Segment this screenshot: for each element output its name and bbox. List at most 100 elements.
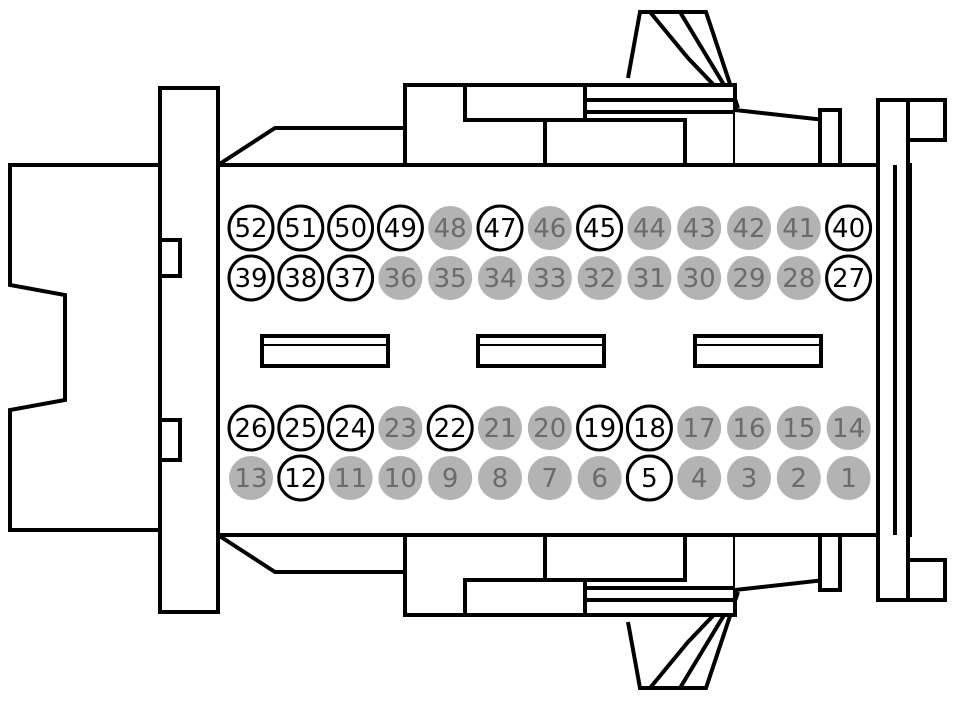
pin-15-circle xyxy=(776,406,821,450)
pin-40-label: 40 xyxy=(832,214,865,244)
pin-47-label: 47 xyxy=(483,214,516,244)
pin-27-label: 27 xyxy=(832,264,865,294)
top-neck xyxy=(734,108,827,167)
pin-12-circle xyxy=(277,454,325,502)
pin-35-circle xyxy=(428,256,473,300)
right-cap-bottom xyxy=(903,558,947,602)
pin-32-circle xyxy=(577,256,622,300)
top-rail-block-1 xyxy=(463,83,587,122)
pin-16-label: 16 xyxy=(732,414,765,444)
bottom-rail-block-2 xyxy=(543,533,687,582)
key-slot-2 xyxy=(476,334,606,368)
pin-44-label: 44 xyxy=(633,214,666,244)
pin-8-circle xyxy=(478,456,522,500)
pin-39-label: 39 xyxy=(234,264,267,294)
pin-15-label: 15 xyxy=(782,414,815,444)
pin-3-circle xyxy=(727,456,771,500)
pin-26-label: 26 xyxy=(234,414,267,444)
pin-25-circle xyxy=(277,404,325,452)
pin-9-circle xyxy=(428,456,473,500)
pin-30-label: 30 xyxy=(683,264,716,294)
pin-32-label: 32 xyxy=(583,264,616,294)
right-post-bottom xyxy=(818,528,842,592)
pin-16-circle xyxy=(727,406,771,450)
pin-2-circle xyxy=(776,456,821,500)
pin-52-circle xyxy=(227,204,275,252)
pin-28-circle xyxy=(776,256,821,300)
pin-8-label: 8 xyxy=(492,464,509,494)
pin-29-label: 29 xyxy=(732,264,765,294)
pin-42-label: 42 xyxy=(732,214,765,244)
right-cap-top xyxy=(903,98,947,142)
pin-5-label: 5 xyxy=(641,464,658,494)
pin-1-label: 1 xyxy=(840,464,857,494)
pin-10-circle xyxy=(378,456,423,500)
pin-43-circle xyxy=(677,206,722,250)
pin-50-circle xyxy=(327,204,375,252)
pin-41-circle xyxy=(776,206,821,250)
pin-31-circle xyxy=(627,256,672,300)
pin-1-circle xyxy=(826,456,871,500)
pin-21-circle xyxy=(478,406,522,450)
pin-11-circle xyxy=(328,456,373,500)
pin-14-label: 14 xyxy=(832,414,865,444)
pin-41-label: 41 xyxy=(782,214,815,244)
top-rail-block-2 xyxy=(543,118,687,167)
pin-51-circle xyxy=(277,204,325,252)
pin-28-label: 28 xyxy=(782,264,815,294)
pin-21-label: 21 xyxy=(483,414,516,444)
pin-48-label: 48 xyxy=(434,214,467,244)
pin-3-label: 3 xyxy=(741,464,758,494)
pin-9-label: 9 xyxy=(442,464,459,494)
pin-20-label: 20 xyxy=(533,414,566,444)
pin-17-label: 17 xyxy=(683,414,716,444)
bottom-neck xyxy=(734,533,827,592)
pin-11-label: 11 xyxy=(334,464,367,494)
pin-50-label: 50 xyxy=(334,214,367,244)
bottom-rail-block-1 xyxy=(463,578,587,617)
pin-7-label: 7 xyxy=(542,464,559,494)
pin-31-label: 31 xyxy=(633,264,666,294)
pin-24-circle xyxy=(327,404,375,452)
right-post-top xyxy=(818,108,842,172)
pin-33-circle xyxy=(527,256,572,300)
pin-7-circle xyxy=(527,456,572,500)
pin-17-circle xyxy=(677,406,722,450)
left-tab-bottom xyxy=(158,418,182,462)
pin-49-circle xyxy=(376,204,424,252)
pin-37-circle xyxy=(327,254,375,302)
pin-22-label: 22 xyxy=(434,414,467,444)
pin-33-label: 33 xyxy=(533,264,566,294)
pin-12-label: 12 xyxy=(284,464,317,494)
left-flange xyxy=(158,86,220,614)
pin-2-label: 2 xyxy=(791,464,808,494)
pin-48-circle xyxy=(428,206,473,250)
pin-35-label: 35 xyxy=(434,264,467,294)
pin-23-label: 23 xyxy=(384,414,417,444)
pin-25-label: 25 xyxy=(284,414,317,444)
pin-18-label: 18 xyxy=(633,414,666,444)
pin-19-label: 19 xyxy=(583,414,616,444)
pin-19-circle xyxy=(576,404,624,452)
pin-24-label: 24 xyxy=(334,414,367,444)
pin-5-circle xyxy=(625,454,673,502)
pin-40-circle xyxy=(825,204,873,252)
pin-52-label: 52 xyxy=(234,214,267,244)
pin-14-circle xyxy=(826,406,871,450)
pin-22-circle xyxy=(426,404,474,452)
pin-30-circle xyxy=(677,256,722,300)
pin-45-label: 45 xyxy=(583,214,616,244)
pin-34-circle xyxy=(478,256,522,300)
key-slot-1 xyxy=(260,334,390,368)
left-tab-top xyxy=(158,238,182,278)
pin-6-label: 6 xyxy=(591,464,608,494)
pin-23-circle xyxy=(378,406,423,450)
pin-51-label: 51 xyxy=(284,214,317,244)
pin-6-circle xyxy=(577,456,622,500)
pin-13-label: 13 xyxy=(234,464,267,494)
pin-29-circle xyxy=(727,256,771,300)
pin-36-label: 36 xyxy=(384,264,417,294)
